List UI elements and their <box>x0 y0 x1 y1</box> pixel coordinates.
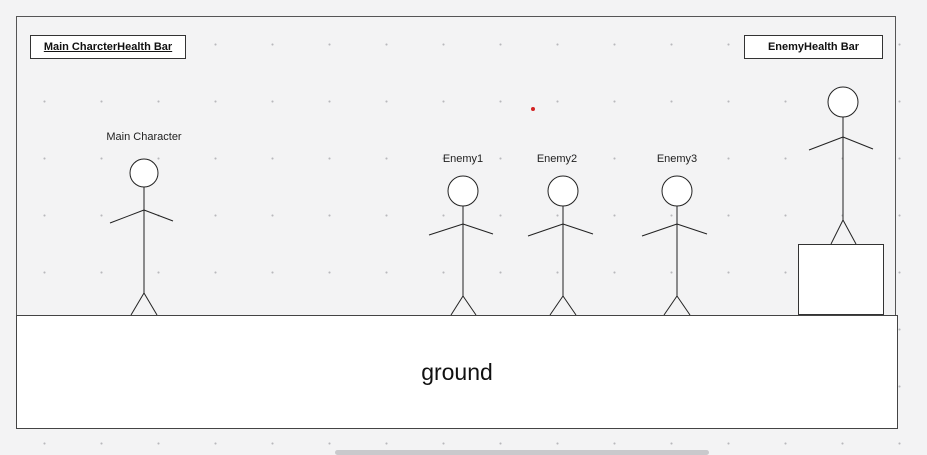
boss-enemy-figure[interactable] <box>808 86 874 245</box>
cursor-dot <box>531 107 535 111</box>
enemy1-label: Enemy1 <box>442 153 484 165</box>
main-character-label: Main Character <box>106 131 182 143</box>
enemy-pedestal-box[interactable] <box>798 244 884 315</box>
enemy-health-bar[interactable]: EnemyHealth Bar <box>744 35 883 59</box>
main-character-figure[interactable] <box>109 158 174 316</box>
ground-label: ground <box>421 358 493 385</box>
ground-block[interactable]: ground <box>16 315 898 429</box>
enemy3-label: Enemy3 <box>656 153 698 165</box>
main-health-bar-label: Main CharcterHealth Bar <box>43 41 173 53</box>
main-character-health-bar[interactable]: Main CharcterHealth Bar <box>30 35 186 59</box>
enemy2-figure[interactable] <box>527 175 594 316</box>
enemy3-figure[interactable] <box>641 175 708 316</box>
horizontal-scrollbar[interactable] <box>335 450 709 455</box>
enemy2-label: Enemy2 <box>536 153 578 165</box>
enemy-health-bar-label: EnemyHealth Bar <box>767 41 860 53</box>
enemy1-figure[interactable] <box>428 175 494 316</box>
